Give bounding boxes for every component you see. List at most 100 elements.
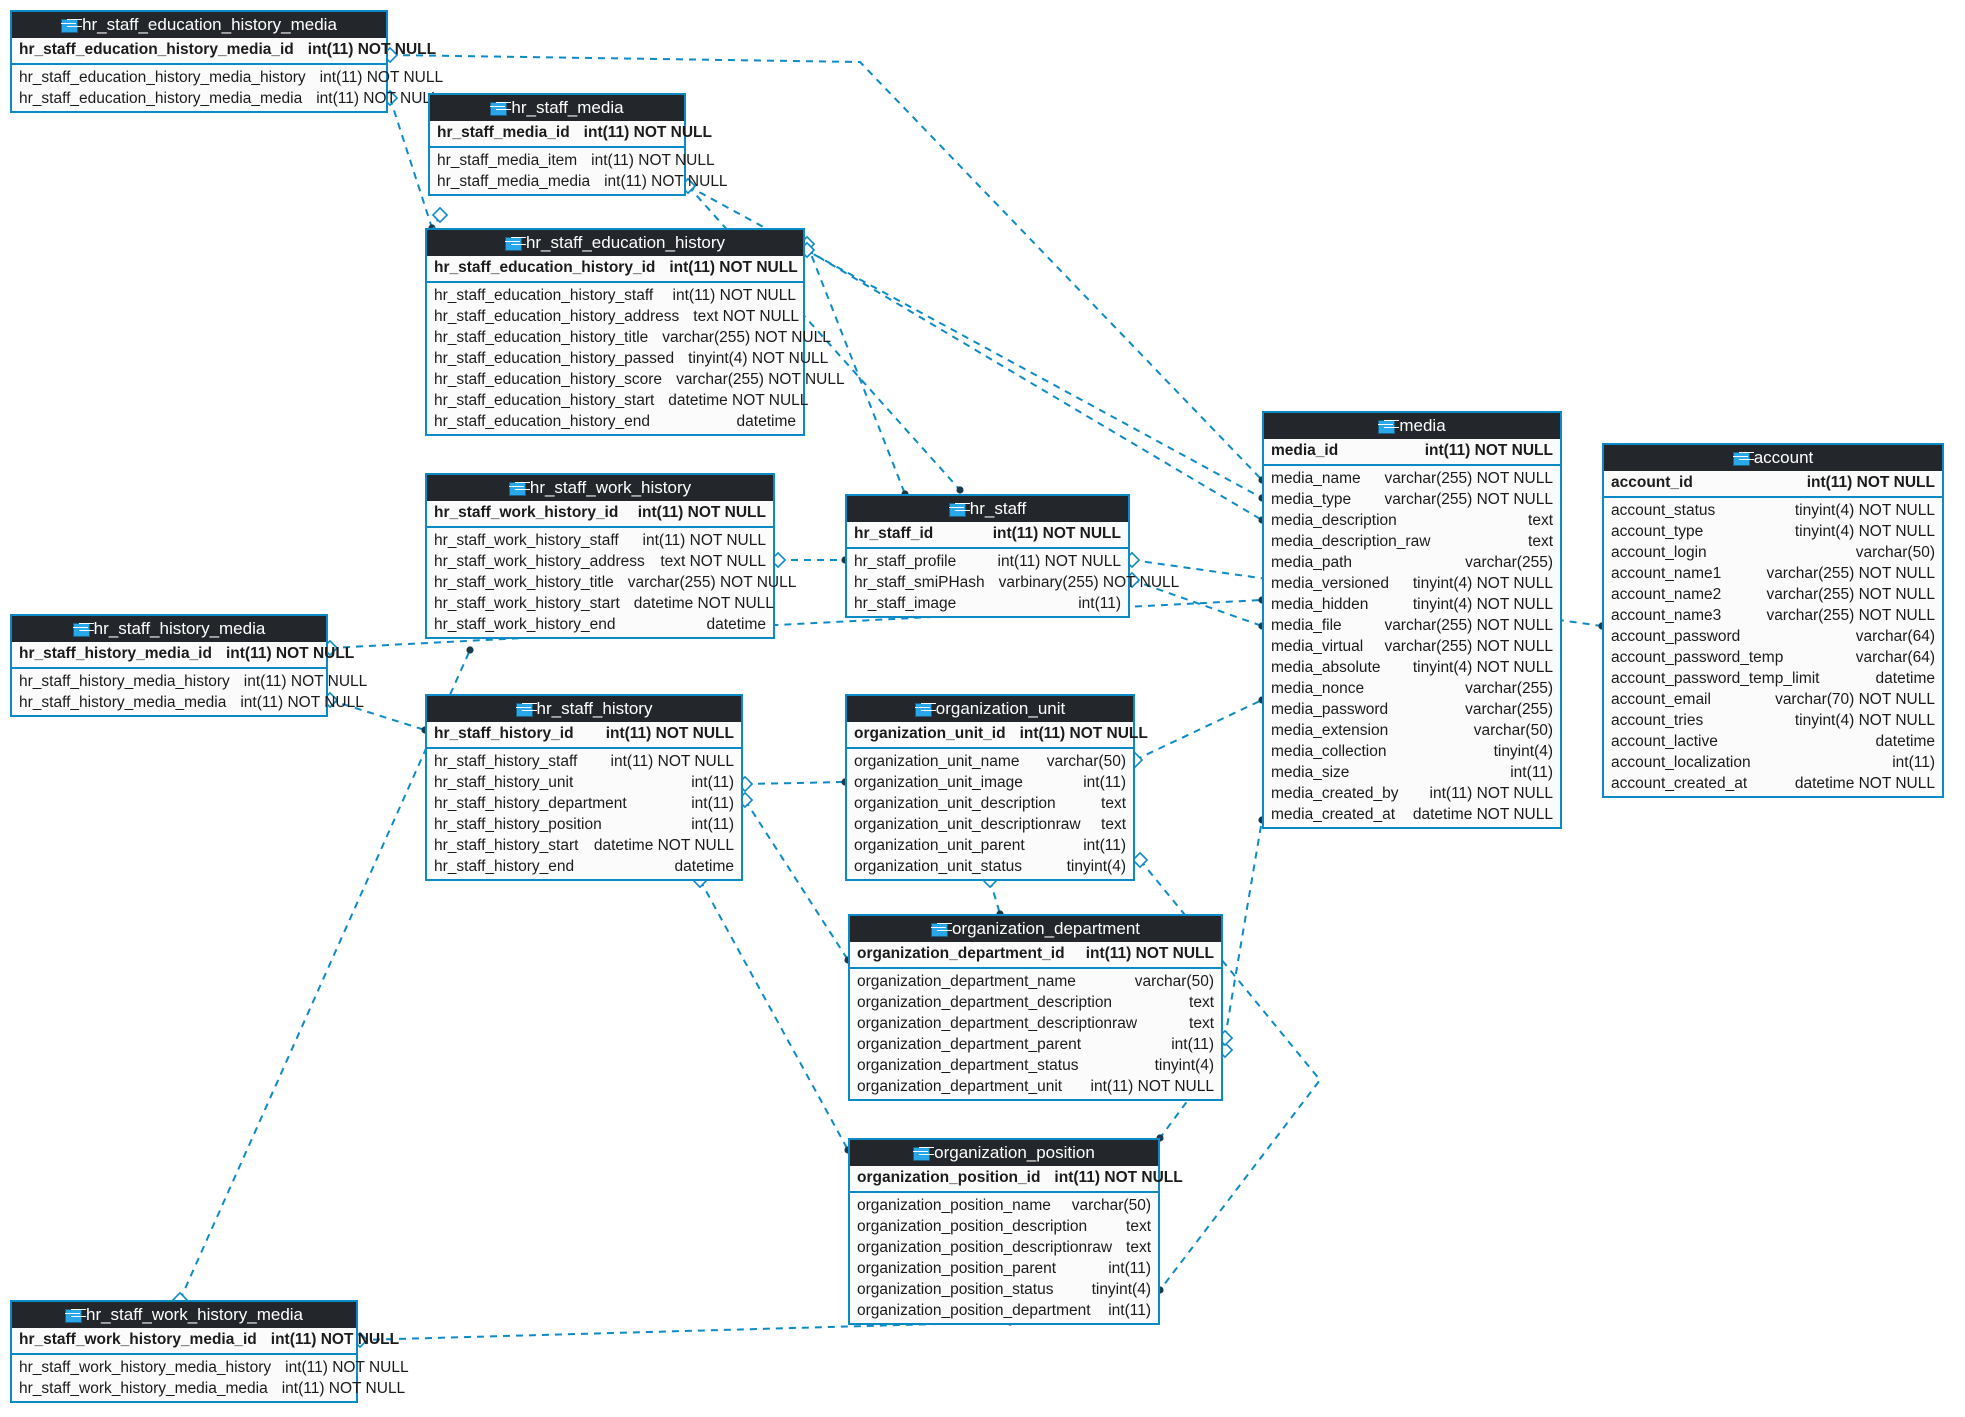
entity-header-account[interactable]: account: [1604, 445, 1942, 471]
entity-header-hr_staff_history[interactable]: hr_staff_history: [427, 696, 741, 722]
entity-header-hr_staff_media[interactable]: hr_staff_media: [430, 95, 684, 121]
entity-header-hr_staff_work_history[interactable]: hr_staff_work_history: [427, 475, 773, 501]
entity-header-hr_staff_education_history[interactable]: hr_staff_education_history: [427, 230, 803, 256]
entity-header-organization_department[interactable]: organization_department: [850, 916, 1221, 942]
entity-header-hr_staff_education_history_media[interactable]: hr_staff_education_history_media: [12, 12, 386, 38]
entity-header-hr_staff_history_media[interactable]: hr_staff_history_media: [12, 616, 326, 642]
entity-header-media[interactable]: media: [1264, 413, 1560, 439]
column-row[interactable]: hr_staff_education_history_media_history…: [12, 67, 443, 88]
entity-header-hr_staff_work_history_media[interactable]: hr_staff_work_history_media: [12, 1302, 356, 1328]
entity-header-hr_staff[interactable]: hr_staff: [847, 496, 1128, 522]
